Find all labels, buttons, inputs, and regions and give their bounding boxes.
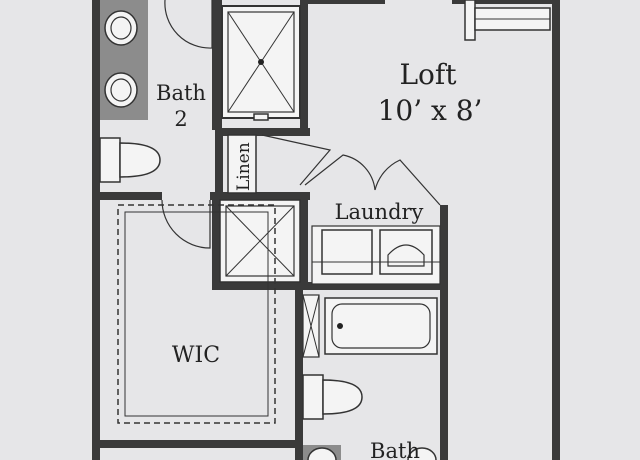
door-swing-laundry-left — [304, 154, 376, 191]
wall-bath-left — [295, 282, 303, 460]
sink-icon — [307, 447, 337, 460]
wall-top-segment — [305, 0, 385, 4]
wall-laundry-right — [440, 205, 448, 290]
shower-bath2 — [221, 5, 301, 121]
wall-top-right — [452, 0, 552, 4]
sink-icon — [104, 72, 138, 108]
loft-dimensions: 10’ x 8’ — [378, 94, 483, 127]
wall-laundry-bottom — [212, 282, 448, 290]
wall-bath2-shower-left — [212, 0, 222, 130]
linen-closet — [227, 134, 257, 194]
wall-linen-left — [215, 128, 223, 198]
drain-icon — [258, 59, 264, 65]
wall-right — [552, 0, 560, 460]
door-swing-linen — [261, 134, 332, 186]
wall-wic-top-right — [210, 192, 310, 200]
lower-bath-vanity — [303, 445, 437, 460]
linen-label: Linen — [234, 142, 254, 191]
door-swing-bath2 — [164, 0, 213, 49]
wall-wic-bottom — [92, 440, 302, 448]
bath2-vanity — [100, 0, 148, 120]
sink-icon — [407, 447, 437, 460]
loft-label: Loft — [399, 58, 457, 91]
sink-icon — [104, 10, 138, 46]
bathtub — [324, 297, 438, 355]
washer-icon — [321, 229, 373, 275]
faucet-icon — [253, 113, 269, 121]
wall-shower2-right — [300, 192, 308, 287]
door-swing-wic — [161, 199, 211, 249]
walls — [92, 0, 560, 460]
bath2-number: 2 — [174, 107, 187, 131]
door-swing-laundry-right — [374, 159, 441, 206]
wall-left-lower — [92, 190, 100, 460]
wall-wic-top-left — [92, 192, 162, 200]
toilet-bath2 — [99, 137, 161, 183]
lower-bath-label: Bath — [370, 439, 420, 460]
wall-shower-bottom — [215, 128, 310, 136]
wall-shower-right — [300, 0, 308, 135]
laundry-label: Laundry — [335, 200, 424, 224]
wic-shelving-inner — [124, 211, 269, 417]
pocket-door — [302, 294, 320, 358]
bath2-label: Bath — [156, 81, 206, 105]
drain-icon — [337, 323, 343, 329]
wic-shelving — [117, 204, 276, 424]
wic-label: WIC — [172, 343, 220, 368]
window-top-right — [464, 0, 551, 41]
dryer-icon — [379, 229, 433, 275]
wall-shower2-left — [212, 192, 220, 287]
washer-dryer — [311, 225, 441, 285]
wall-bath-right — [440, 282, 448, 460]
toilet-lower-bath — [302, 374, 363, 420]
wall-left-upper — [92, 0, 100, 190]
shower-lower — [219, 199, 301, 283]
